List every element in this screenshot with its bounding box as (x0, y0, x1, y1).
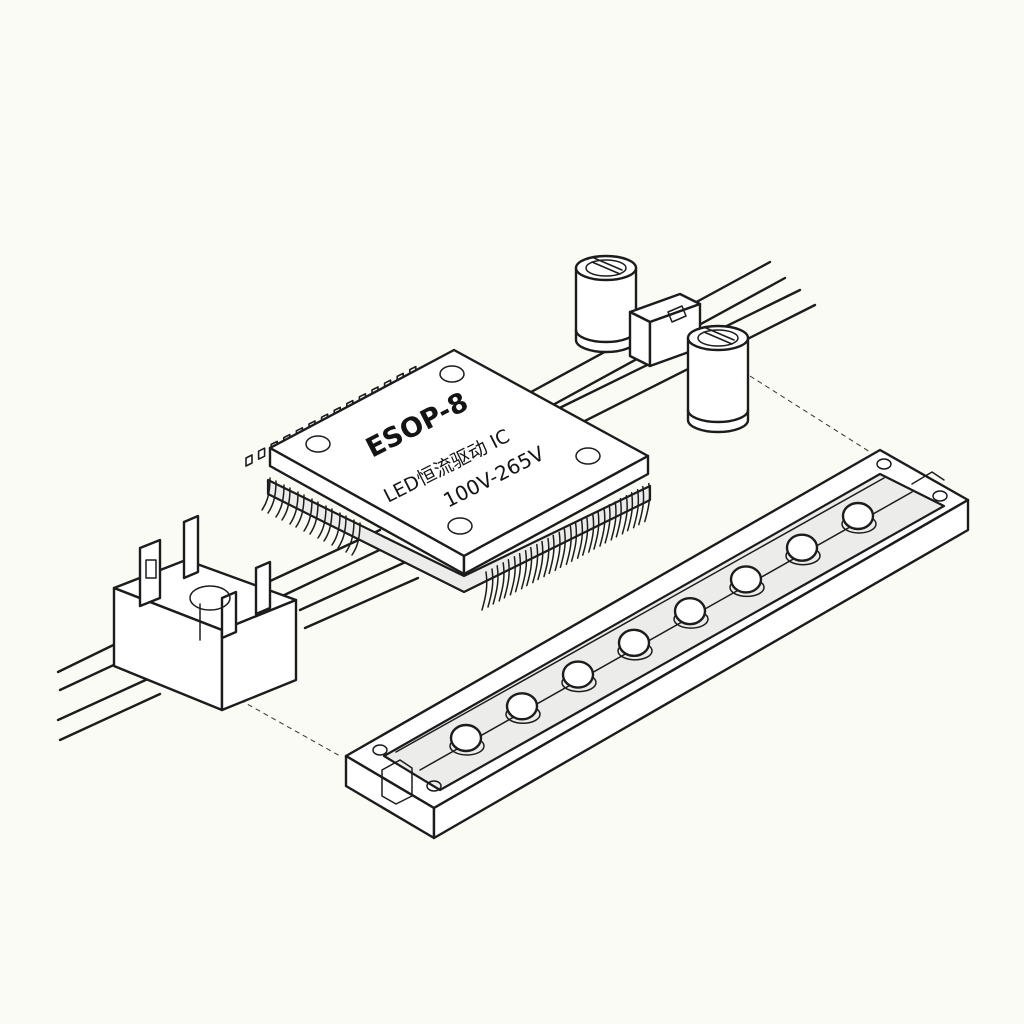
chip-pin (345, 519, 361, 556)
chip-pin (582, 513, 595, 556)
capacitor-front (686, 324, 750, 434)
mount-hole (439, 365, 465, 383)
chip-pin (537, 537, 550, 581)
chip-pin (245, 454, 253, 467)
mount-hole (447, 517, 473, 535)
chip-pin (514, 549, 528, 593)
chip-pin (317, 505, 333, 542)
led (785, 533, 819, 562)
chip-front-pins (481, 482, 651, 611)
chip-pin (559, 525, 572, 569)
chip-left-pins (261, 477, 361, 556)
mount-hole (305, 435, 331, 453)
led-row (449, 501, 877, 756)
guide-lines (239, 375, 871, 757)
led (841, 501, 875, 531)
chip-pin (481, 568, 494, 611)
led (729, 565, 763, 594)
chip-pin (289, 491, 305, 528)
led (505, 692, 539, 721)
input-connector (112, 514, 298, 712)
chip-pin (331, 512, 347, 549)
led (449, 723, 483, 753)
chip-pin (261, 477, 277, 514)
esop8-chip: ESOP-8 LED恒流驱动 IC 100V-265V (268, 348, 650, 576)
capacitor-back (574, 254, 638, 354)
chip-pin (275, 484, 291, 521)
chip-pin (604, 501, 617, 544)
chip-pin (503, 556, 516, 599)
led-bar (344, 448, 970, 840)
chip-pin (626, 488, 640, 532)
chip-pin (593, 507, 606, 550)
chip-pin (615, 495, 628, 538)
rail-front (266, 528, 420, 630)
chip-pin (257, 447, 266, 460)
chip-pin (492, 562, 505, 605)
chip-pin (303, 498, 319, 535)
led (673, 596, 707, 626)
chip-pin (570, 519, 584, 562)
chip-pin (548, 531, 561, 575)
chip-pin (526, 543, 539, 587)
mount-hole (575, 447, 601, 465)
led (561, 660, 595, 689)
led (617, 628, 651, 658)
chip-pin (638, 482, 651, 526)
